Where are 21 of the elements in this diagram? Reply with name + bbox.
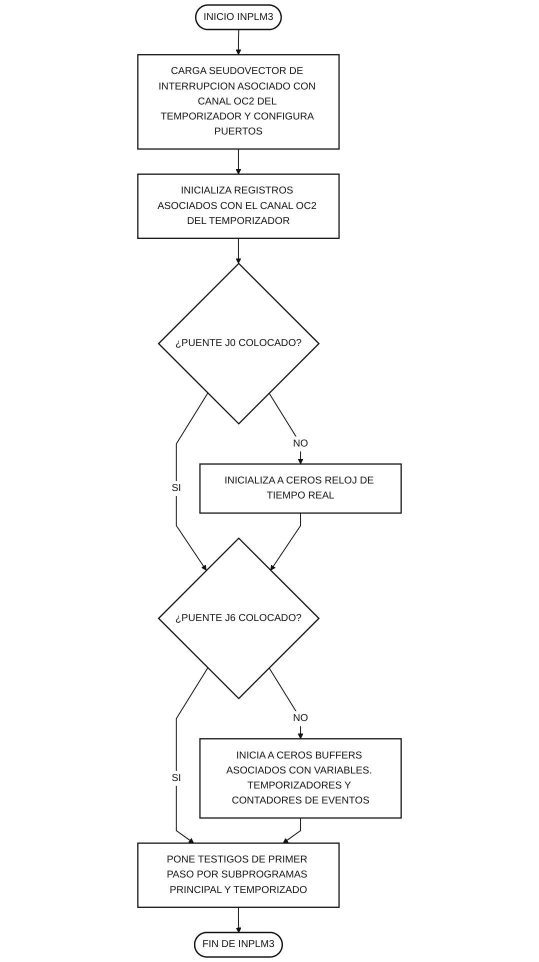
node-diamond: ¿PUENTE J0 COLOCADO? xyxy=(158,262,320,425)
node-box: INICIALIZA REGISTROS ASOCIADOS CON EL CANAL OC2 DEL TEMPORIZADOR xyxy=(137,174,340,239)
arrow xyxy=(176,392,208,571)
arrow xyxy=(282,818,302,844)
node-box: INICIALIZA A CEROS RELOJ DE TIEMPO REAL xyxy=(199,463,402,514)
node-box: CARGA SEUDOVECTOR DE INTERRUPCION ASOCIADO CON CANAL OC2 DEL TEMPORIZADOR Y CONFIGURA PUERTOS xyxy=(137,54,340,150)
arrow xyxy=(176,667,208,844)
arrow xyxy=(236,906,242,933)
arrow xyxy=(270,512,302,571)
arrow xyxy=(236,238,242,264)
edge-label: NO xyxy=(293,712,308,724)
arrow xyxy=(268,392,304,464)
arrow xyxy=(268,667,304,740)
edge-label: SI xyxy=(172,482,182,494)
edge-label: SI xyxy=(172,772,182,784)
edge-label: NO xyxy=(293,438,308,449)
node-box: PONE TESTIGOS DE PRIMER PASO POR SUBPROGRAMAS PRINCIPAL Y TEMPORIZADO xyxy=(137,842,340,908)
arrow xyxy=(236,148,242,174)
arrow xyxy=(236,29,242,55)
node-box: INICIA A CEROS BUFFERS ASOCIADOS CON VARIABLES. TEMPORIZADORES Y CONTADORES DE EVENTOS xyxy=(199,738,402,819)
node-diamond: ¿PUENTE J6 COLOCADO? xyxy=(158,537,320,700)
